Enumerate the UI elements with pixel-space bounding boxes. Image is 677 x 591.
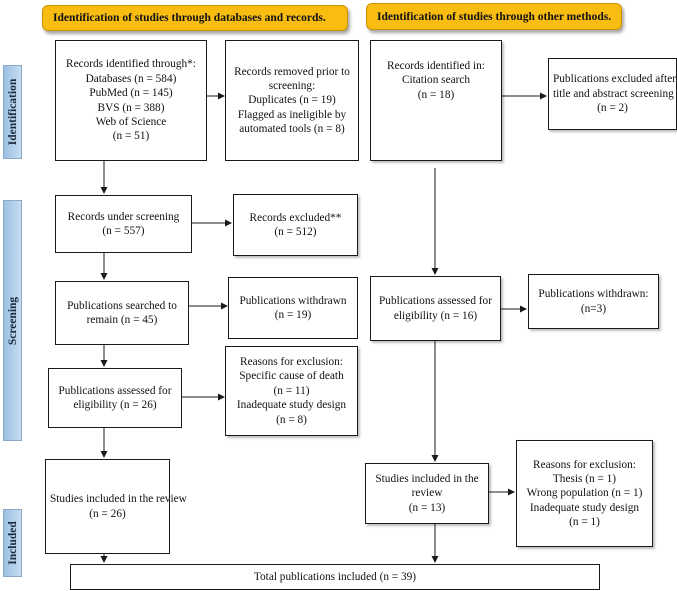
records-identified-line-3: PubMed (n = 145): [89, 87, 173, 100]
records-identified-box: Records identified through*:Databases (n…: [55, 40, 207, 161]
studies-included-left-box: Studies included in the review(n = 26): [45, 459, 187, 554]
header-other-methods: Identification of studies through other …: [366, 3, 622, 30]
records-under-screening-box: Records under screening (n = 557): [55, 195, 192, 253]
reasons-exclusion-left-line-4: Inadequate study design: [236, 399, 347, 412]
publications-assessed-left-box: Publications assessed for eligibility (n …: [48, 368, 182, 428]
reasons-exclusion-left-line-1: Reasons for exclusion:: [240, 356, 343, 369]
records-identified-line-2: Databases (n = 584): [85, 72, 177, 85]
total-included-line-1: Total publications included (n = 39): [253, 570, 417, 583]
records-removed-line-1: Records removed prior to: [234, 65, 350, 78]
records-identified-other-line-2: Citation search: [401, 74, 471, 87]
records-identified-line-1: Records identified through*:: [66, 58, 196, 71]
reasons-exclusion-right-line-2: Thesis (n = 1): [552, 472, 617, 485]
records-excluded-box: Records excluded** (n = 512): [233, 194, 358, 256]
publications-assessed-other-line-1: Publications assessed for: [379, 295, 492, 308]
studies-included-left-line-1: Studies included in the review: [50, 493, 187, 506]
studies-included-right-line-1: Studies included in the: [375, 472, 479, 485]
reasons-exclusion-left-box: Reasons for exclusion:Specific cause of …: [225, 346, 358, 436]
reasons-exclusion-right-line-1: Reasons for exclusion:: [533, 458, 636, 471]
records-removed-line-4: Flagged as ineligible by: [237, 108, 347, 121]
publications-excluded-title-line-1: Publications excluded after: [553, 73, 676, 86]
publications-searched-box: Publications searched to remain (n = 45): [55, 281, 189, 345]
records-excluded-line-2: (n = 512): [274, 226, 317, 238]
publications-withdrawn-right-box: Publications withdrawn:(n=3): [528, 274, 659, 329]
reasons-exclusion-right-line-5: (n = 1): [569, 516, 600, 529]
total-included-box: Total publications included (n = 39): [70, 564, 600, 590]
stage-screening: Screening: [3, 200, 22, 441]
reasons-exclusion-left-line-5: (n = 8): [276, 413, 307, 426]
records-identified-line-4: BVS (n = 388): [97, 101, 165, 114]
reasons-exclusion-left-line-3: (n = 11): [273, 384, 310, 397]
records-identified-line-6: (n = 51): [112, 130, 150, 143]
records-identified-line-5: Web of Science: [95, 115, 167, 128]
records-removed-line-5: automated tools (n = 8): [239, 123, 345, 136]
publications-excluded-title-line-2: title and abstract screening: [553, 87, 674, 100]
publications-withdrawn-left-line-2: (n = 19): [274, 309, 312, 321]
records-identified-other-line-1: Records identified in:: [387, 60, 485, 72]
records-identified-other-line-3: (n = 18): [417, 88, 455, 101]
records-removed-line-2: screening:: [268, 79, 316, 92]
stage-identification: Identification: [3, 65, 22, 159]
records-identified-other-box: Records identified in: Citation search(n …: [370, 40, 502, 161]
records-excluded-line-1: Records excluded**: [249, 211, 342, 224]
stage-included: Included: [3, 509, 22, 577]
studies-included-right-box: Studies included in the review(n = 13): [365, 463, 489, 524]
studies-included-left-line-2: (n = 26): [89, 507, 126, 520]
publications-assessed-left-line-2: eligibility (n = 26): [73, 399, 157, 411]
publications-excluded-title-line-3: (n = 2): [597, 102, 628, 115]
publications-searched-line-1: Publications searched to: [67, 299, 177, 312]
publications-withdrawn-left-box: Publications withdrawn (n = 19): [228, 277, 358, 339]
reasons-exclusion-right-line-3: Wrong population (n = 1): [526, 487, 643, 500]
reasons-exclusion-right-box: Reasons for exclusion:Thesis (n = 1) Wron…: [516, 440, 653, 547]
records-under-screening-line-1: Records under screening: [67, 210, 180, 223]
header-databases: Identification of studies through databa…: [42, 5, 348, 31]
records-removed-line-3: Duplicates (n = 19): [248, 94, 336, 107]
publications-searched-line-2: remain (n = 45): [86, 314, 158, 326]
reasons-exclusion-left-line-2: Specific cause of death: [239, 370, 344, 383]
studies-included-right-line-2: review: [411, 487, 443, 500]
publications-assessed-other-line-2: eligibility (n = 16): [393, 309, 478, 322]
studies-included-right-line-3: (n = 13): [408, 501, 446, 514]
reasons-exclusion-right-line-4: Inadequate study design: [529, 501, 640, 514]
publications-withdrawn-left-line-1: Publications withdrawn: [239, 294, 347, 307]
publications-withdrawn-right-line-1: Publications withdrawn:: [538, 288, 649, 301]
publications-withdrawn-right-line-2: (n=3): [580, 302, 607, 315]
records-under-screening-line-2: (n = 557): [102, 225, 145, 237]
publications-assessed-left-line-1: Publications assessed for: [58, 384, 172, 397]
